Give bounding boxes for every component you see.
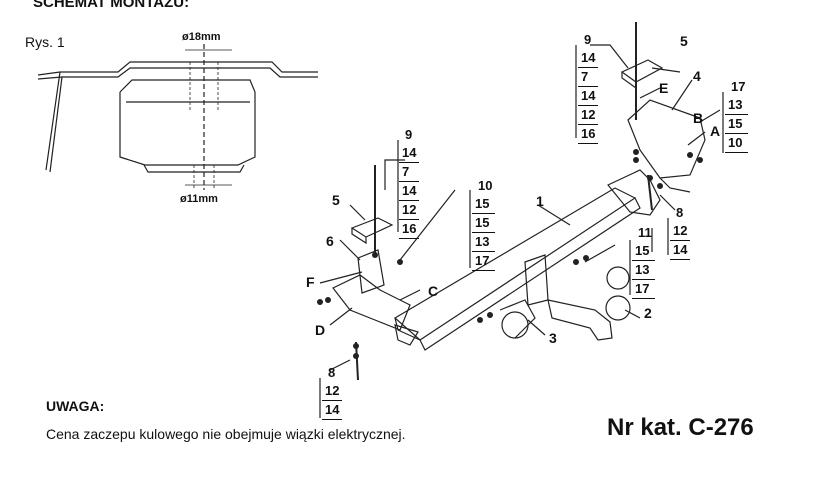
callout-right-8: 8 12 14 (670, 204, 691, 260)
callout-cell: 15 (632, 242, 655, 261)
label-6: 6 (326, 233, 334, 249)
callout-cell: 12 (399, 201, 420, 220)
warning-text: Cena zaczepu kulowego nie obejmuje wiązk… (46, 426, 406, 442)
label-2: 2 (644, 305, 652, 321)
callout-cell: 16 (399, 220, 420, 239)
label-F: F (306, 274, 315, 290)
callout-cell: 17 (632, 280, 655, 299)
callout-left-bolt: 9 14 7 14 12 16 (399, 126, 420, 239)
callout-cell: 15 (472, 195, 496, 214)
label-4: 4 (693, 68, 701, 84)
callout-cell: 8 (676, 205, 684, 220)
callout-cell: 12 (322, 382, 343, 401)
label-5-top: 5 (680, 33, 688, 49)
callout-cell: 17 (472, 252, 496, 271)
label-E: E (659, 80, 669, 96)
callout-cell: 14 (670, 241, 691, 260)
callout-cell: 15 (725, 115, 749, 134)
callout-cell: 14 (399, 182, 420, 201)
callout-right-a: 17 13 15 10 (725, 78, 749, 153)
callout-cell: 13 (725, 96, 749, 115)
callout-cell: 9 (584, 32, 592, 47)
callout-cell: 14 (578, 49, 599, 68)
callout-left-mid: 10 15 15 13 17 (472, 177, 496, 271)
callout-cell: 8 (328, 365, 336, 380)
callout-cell: 13 (632, 261, 655, 280)
diagram-title: SCHEMAT MONTAŻU: (33, 0, 190, 11)
label-C: C (428, 283, 439, 299)
callout-cell: 14 (399, 144, 420, 163)
callout-cell: 17 (731, 79, 746, 94)
callout-cell: 12 (670, 222, 691, 241)
callout-cell: 16 (578, 125, 599, 144)
figure-label: Rys. 1 (25, 34, 65, 50)
callout-right-top-bolt: 9 14 7 14 12 16 (578, 31, 599, 144)
label-A: A (710, 123, 721, 139)
callout-cell: 7 (399, 163, 420, 182)
callout-right-11: 11 15 13 17 (632, 224, 655, 299)
label-D: D (315, 322, 326, 338)
callout-cell: 7 (578, 68, 599, 87)
callout-cell: 13 (472, 233, 496, 252)
label-1: 1 (536, 193, 544, 209)
callout-bottom-8: 8 12 14 (322, 364, 343, 420)
callout-cell: 14 (578, 87, 599, 106)
label-5-left: 5 (332, 192, 340, 208)
top-dimension: ø18mm (182, 31, 221, 43)
callout-cell: 11 (638, 225, 652, 240)
catalog-number: Nr kat. C-276 (607, 414, 754, 441)
warning-title: UWAGA: (46, 398, 105, 414)
callout-cell: 9 (405, 127, 413, 142)
callout-cell: 15 (472, 214, 496, 233)
label-B: B (693, 110, 704, 126)
callout-cell: 10 (478, 178, 493, 193)
label-3: 3 (549, 330, 557, 346)
bottom-dimension: ø11mm (180, 193, 218, 205)
callout-cell: 10 (725, 134, 749, 153)
callout-cell: 14 (322, 401, 343, 420)
callout-cell: 12 (578, 106, 599, 125)
